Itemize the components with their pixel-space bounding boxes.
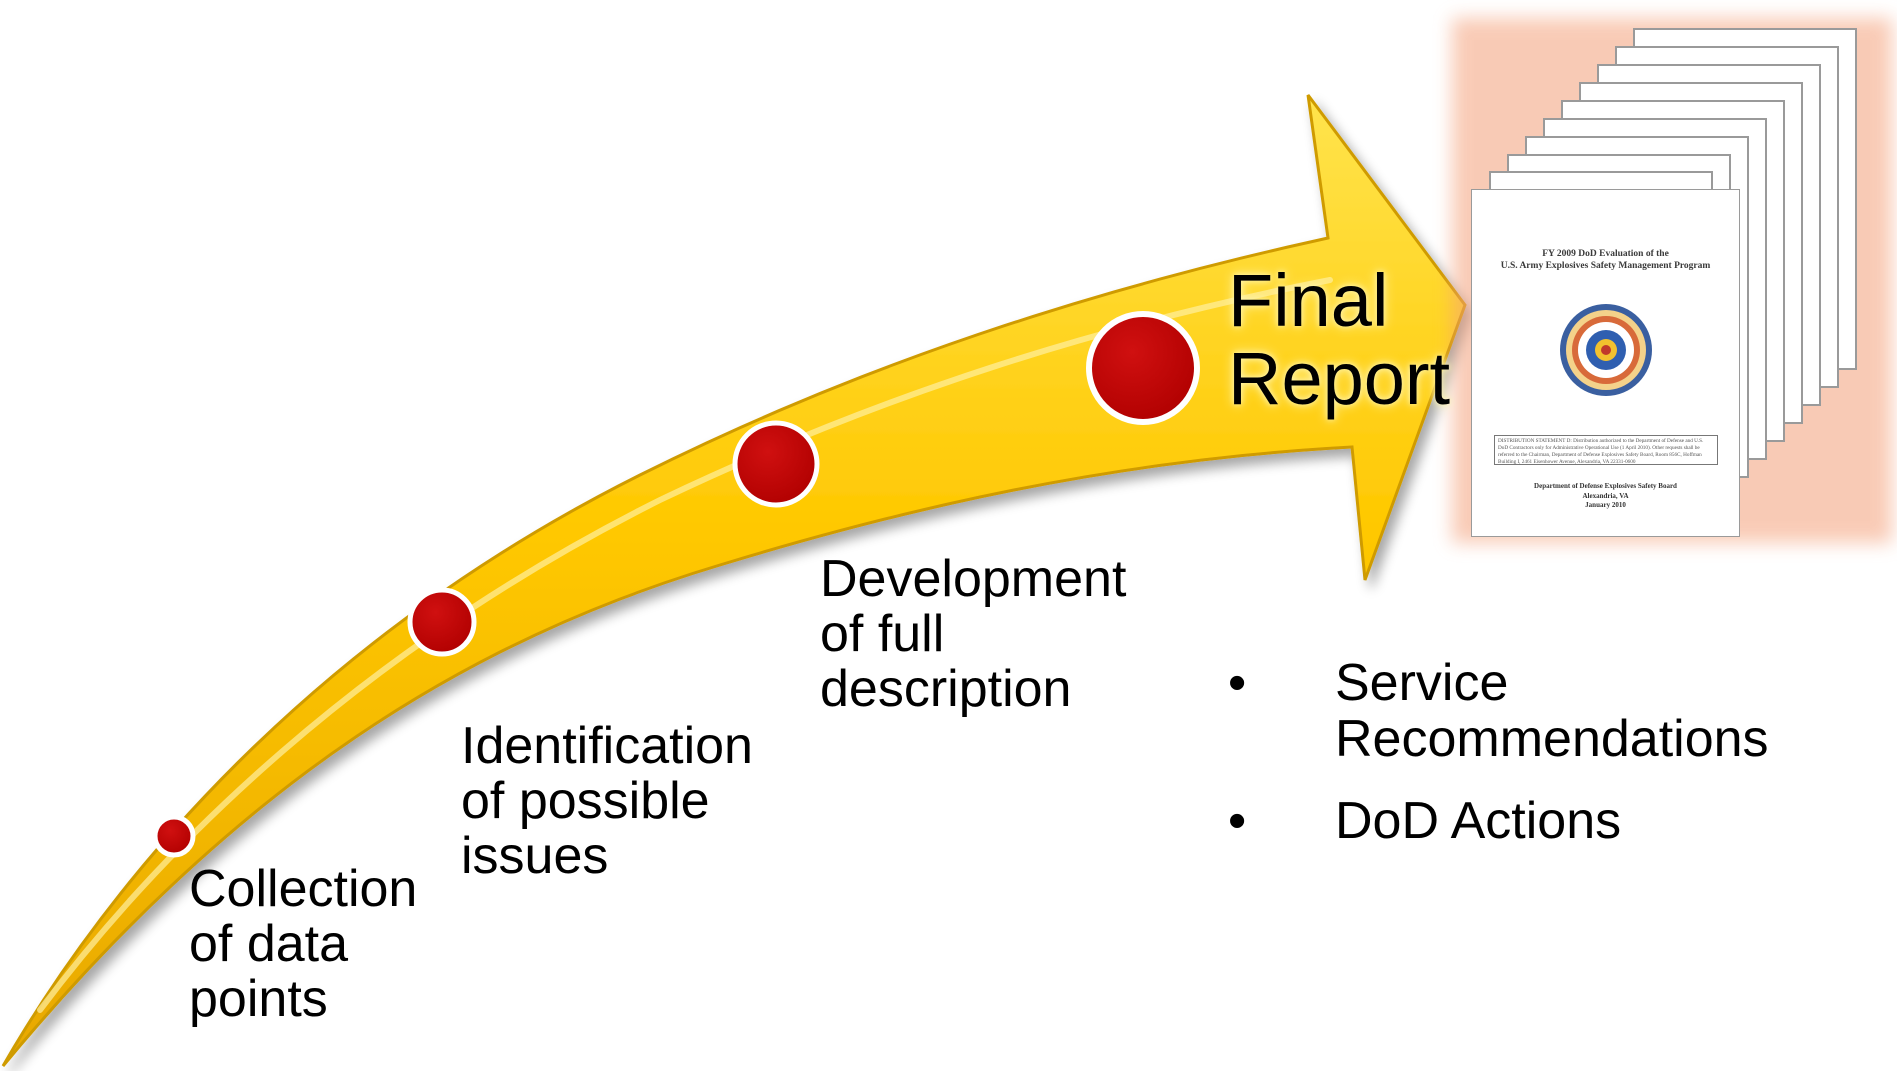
- outcome-line: Recommendations: [1335, 710, 1769, 768]
- stage-label-line: Collection: [189, 860, 418, 918]
- stage-label-line: points: [189, 970, 328, 1028]
- milestone-dot-identification: [407, 587, 477, 657]
- report-footer-line-3: January 2010: [1585, 501, 1626, 509]
- outcome-line: DoD Actions: [1335, 792, 1622, 850]
- stage-label-identification: Identification of possible issues: [461, 719, 753, 884]
- stage-label-line: issues: [461, 827, 609, 885]
- bullet-icon: •: [1228, 792, 1247, 850]
- final-report-line: Report: [1228, 337, 1451, 420]
- stage-label-line: of full: [820, 605, 945, 663]
- distribution-statement: DISTRIBUTION STATEMENT D: Distribution a…: [1494, 435, 1718, 465]
- stage-label-line: description: [820, 660, 1072, 718]
- outcome-item: • Service Recommendations: [1228, 654, 1769, 768]
- milestone-dot-final: [1086, 311, 1200, 425]
- outcome-item: • DoD Actions: [1228, 792, 1769, 850]
- stage-label-line: Identification: [461, 717, 753, 775]
- report-title-line-1: FY 2009 DoD Evaluation of the: [1542, 249, 1669, 259]
- final-report-label: Final Report: [1228, 262, 1450, 418]
- dod-seal-icon: [1560, 304, 1652, 396]
- report-footer: Department of Defense Explosives Safety …: [1472, 482, 1739, 511]
- milestone-dot-collection: [152, 814, 196, 858]
- report-footer-line-1: Department of Defense Explosives Safety …: [1534, 482, 1677, 490]
- stage-label-line: of possible: [461, 772, 710, 830]
- report-cover-page: FY 2009 DoD Evaluation of the U.S. Army …: [1471, 189, 1740, 537]
- outcomes-list: • Service Recommendations • DoD Actions: [1228, 654, 1769, 875]
- stage-label-line: of data: [189, 915, 349, 973]
- report-footer-line-2: Alexandria, VA: [1582, 491, 1629, 500]
- final-report-line: Final: [1228, 259, 1389, 342]
- report-title: FY 2009 DoD Evaluation of the U.S. Army …: [1472, 248, 1739, 272]
- bullet-icon: •: [1228, 654, 1247, 712]
- milestone-dot-development: [732, 420, 820, 508]
- outcome-line: Service: [1335, 654, 1509, 712]
- stage-label-line: Development: [820, 550, 1127, 608]
- stage-label-collection: Collection of data points: [189, 862, 417, 1027]
- stage-label-development: Development of full description: [820, 552, 1126, 717]
- report-title-line-2: U.S. Army Explosives Safety Management P…: [1500, 261, 1711, 271]
